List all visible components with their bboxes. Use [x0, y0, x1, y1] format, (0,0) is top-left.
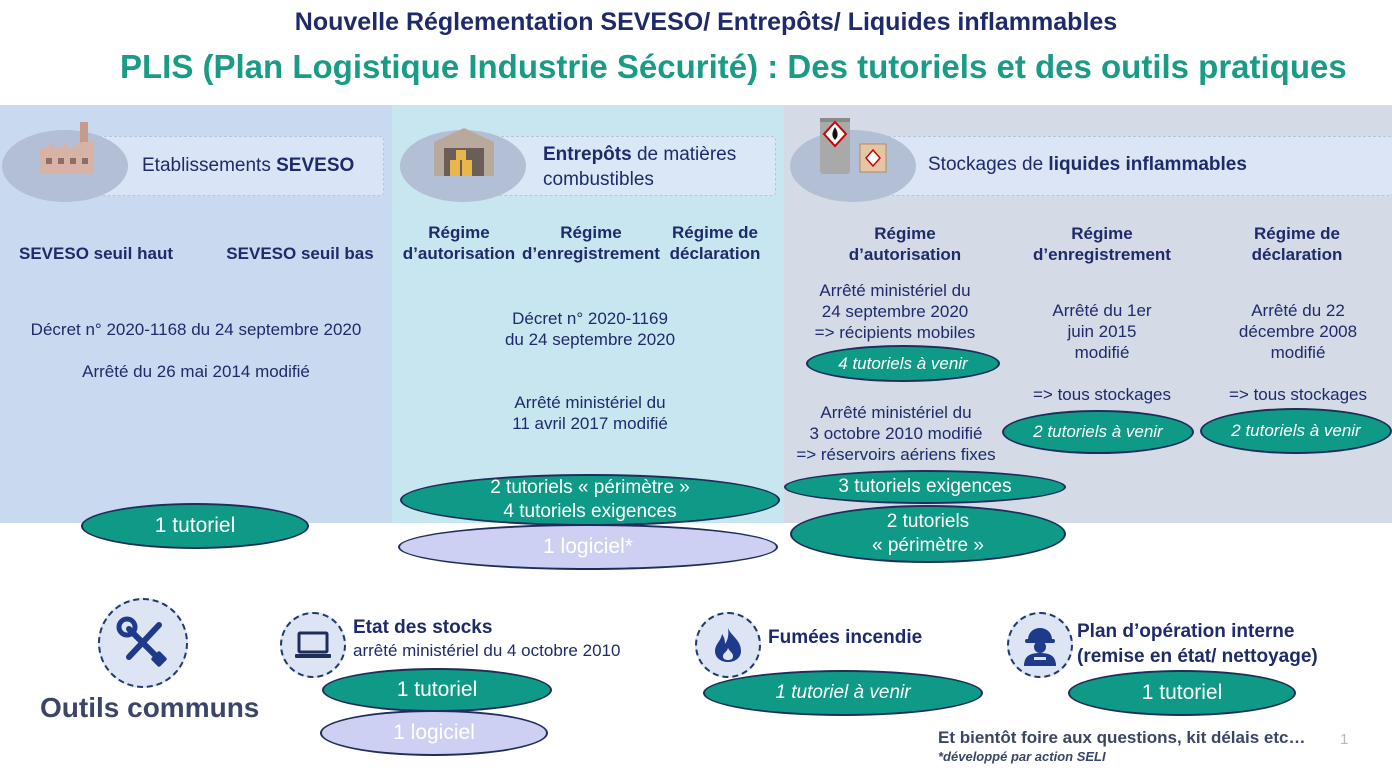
poi-tutoriel-pill[interactable]: 1 tutoriel: [1068, 670, 1296, 716]
seveso-decret: Décret n° 2020-1168 du 24 septembre 2020: [30, 320, 362, 339]
footer-note: Et bientôt foire aux questions, kit déla…: [938, 728, 1306, 747]
outils-communs-label: Outils communs: [40, 692, 260, 723]
main-title: Nouvelle Réglementation SEVESO/ Entrepôt…: [294, 8, 1118, 36]
laptop-icon: [295, 631, 331, 658]
entrepots-title-rest1: de matières: [631, 144, 737, 165]
warehouse-icon: [434, 128, 494, 176]
flammable-barrel-icon: [820, 118, 887, 174]
firefighter-icon: [1024, 628, 1056, 666]
seveso-col-bas: SEVESO seuil bas: [226, 244, 374, 263]
fumees-icon-circle: [695, 612, 761, 678]
fumees-venir-pill[interactable]: 1 tutoriel à venir: [703, 670, 983, 716]
stocks-logiciel-pill[interactable]: 1 logiciel: [320, 710, 548, 756]
liquides-dec-venir-pill[interactable]: 2 tutoriels à venir: [1200, 408, 1392, 454]
liquides-title-bold: liquides inflammables: [1048, 154, 1247, 175]
seveso-title-prefix: Etablissements: [142, 155, 277, 176]
liquides-exigences-pill[interactable]: 3 tutoriels exigences: [784, 470, 1066, 504]
stocks-subtitle: arrêté ministériel du 4 octobre 2010: [353, 641, 621, 660]
seveso-tutoriel-pill[interactable]: 1 tutoriel: [81, 503, 309, 549]
entrepots-title-bold: Entrepôts: [543, 144, 632, 165]
liquides-perimetre-pill[interactable]: 2 tutoriels« périmètre »: [790, 505, 1066, 563]
entrepots-title-rest2: combustibles: [543, 169, 654, 190]
seveso-title-bold: SEVESO: [276, 155, 355, 176]
poi-title: Plan d’opération interne(remise en état/…: [1077, 621, 1318, 667]
seveso-header-box: [90, 136, 384, 196]
seveso-col-haut: SEVESO seuil haut: [19, 244, 173, 263]
liquides-autorisation-venir-pill[interactable]: 4 tutoriels à venir: [806, 345, 1000, 382]
entrepots-logiciel-pill[interactable]: 1 logiciel*: [398, 524, 778, 570]
main-subtitle: PLIS (Plan Logistique Industrie Sécurité…: [120, 48, 1347, 85]
poi-icon-circle: [1007, 612, 1073, 678]
entrepots-title: Entrepôts de matières combustibles: [543, 142, 736, 192]
footer-footnote: *développé par action SELI: [938, 749, 1106, 764]
entrepots-tutoriels-pill[interactable]: 2 tutoriels « périmètre »4 tutoriels exi…: [400, 474, 780, 526]
wrench-screwdriver-icon: [116, 616, 167, 667]
factory-icon: [40, 122, 94, 174]
fumees-title: Fumées incendie: [768, 627, 923, 648]
stocks-title: Etat des stocks: [353, 617, 493, 638]
liquides-header-box: [884, 136, 1392, 196]
liquides-title: Stockages de liquides inflammables: [928, 152, 1247, 177]
stocks-icon-circle: [280, 612, 346, 678]
stocks-tutoriel-pill[interactable]: 1 tutoriel: [322, 668, 552, 712]
liquides-enr-venir-pill[interactable]: 2 tutoriels à venir: [1002, 410, 1194, 454]
liquides-enr-tous: => tous stockages: [1033, 385, 1171, 404]
seveso-title: Etablissements SEVESO: [142, 153, 354, 178]
fire-icon: [715, 628, 741, 662]
tools-icon-circle: [98, 598, 188, 688]
entrepots-header-box: [492, 136, 776, 196]
liquides-dec-tous: => tous stockages: [1229, 385, 1367, 404]
page-number: 1: [1340, 731, 1349, 748]
liquides-title-prefix: Stockages de: [928, 154, 1049, 175]
seveso-arrete: Arrêté du 26 mai 2014 modifié: [82, 362, 310, 381]
liquides-icon-bg: [790, 130, 916, 202]
